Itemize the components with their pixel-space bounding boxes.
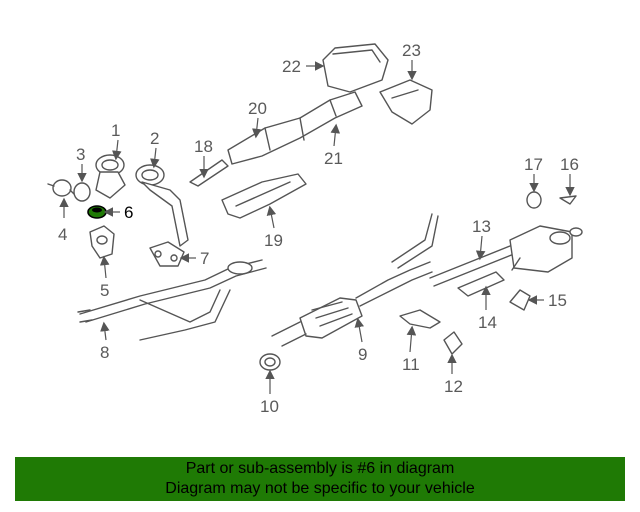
part-13-rear-muffler[interactable] — [391, 213, 583, 287]
callout-19: 19 — [264, 231, 283, 250]
part-17-hanger[interactable] — [526, 191, 542, 209]
callout-12: 12 — [444, 377, 463, 396]
part-6-gasket-highlighted[interactable] — [87, 205, 107, 219]
callout-13: 13 — [472, 217, 491, 236]
callout-14: 14 — [478, 313, 497, 332]
part-16-clip[interactable] — [559, 195, 577, 205]
banner-line-part: Part or sub-assembly is #6 in diagram — [185, 460, 455, 477]
part-19-heat-shield[interactable] — [221, 173, 307, 219]
callout-1: 1 — [111, 121, 120, 140]
callout-4: 4 — [58, 225, 67, 244]
callout-10: 10 — [260, 397, 279, 416]
part-14-heat-plate[interactable] — [457, 271, 505, 297]
callout-7: 7 — [200, 249, 209, 268]
part-22-heat-shield[interactable] — [322, 43, 389, 93]
part-1-catalytic-converter[interactable] — [95, 154, 126, 199]
callout-21: 21 — [324, 149, 343, 168]
callout-16: 16 — [560, 155, 579, 174]
part-9-center-muffler[interactable] — [271, 261, 433, 347]
exhaust-system-diagram: 1 2 3 4 5 6 7 8 9 10 11 12 13 14 15 16 1… — [47, 41, 583, 416]
banner-line-disclaimer: Diagram may not be specific to your vehi… — [165, 480, 475, 497]
callout-11: 11 — [402, 355, 420, 374]
part-2-catalytic-converter[interactable] — [135, 164, 189, 247]
callout-22: 22 — [282, 57, 301, 76]
callout-15: 15 — [548, 291, 567, 310]
callout-5: 5 — [100, 281, 109, 300]
part-4-clamp[interactable] — [47, 179, 75, 197]
part-12-shield[interactable] — [443, 331, 463, 355]
callout-17: 17 — [524, 155, 543, 174]
callout-18: 18 — [194, 137, 213, 156]
leader-lines — [59, 60, 575, 394]
part-23-heat-shield[interactable] — [379, 79, 433, 125]
part-15-bracket[interactable] — [509, 289, 531, 311]
part-5-flange[interactable] — [89, 225, 115, 259]
callout-3: 3 — [76, 145, 85, 164]
part-7-flange-plate[interactable] — [149, 241, 185, 267]
part-3-gasket[interactable] — [73, 182, 91, 202]
callout-9: 9 — [358, 345, 367, 364]
callout-23: 23 — [402, 41, 421, 60]
part-11-hanger[interactable] — [399, 309, 441, 329]
part-20-front-pipe[interactable] — [227, 91, 363, 165]
callout-20: 20 — [248, 99, 267, 118]
callout-8: 8 — [100, 343, 109, 362]
part-18-bracket[interactable] — [189, 159, 229, 187]
callout-6-highlighted: 6 — [124, 203, 133, 222]
part-info-banner: Part or sub-assembly is #6 in diagram Di… — [15, 457, 625, 501]
part-8-intermediate-pipe[interactable] — [77, 259, 267, 341]
part-10-clamp[interactable] — [259, 353, 281, 371]
callout-2: 2 — [150, 129, 159, 148]
callout-labels: 1 2 3 4 5 6 7 8 9 10 11 12 13 14 15 16 1… — [58, 41, 579, 416]
